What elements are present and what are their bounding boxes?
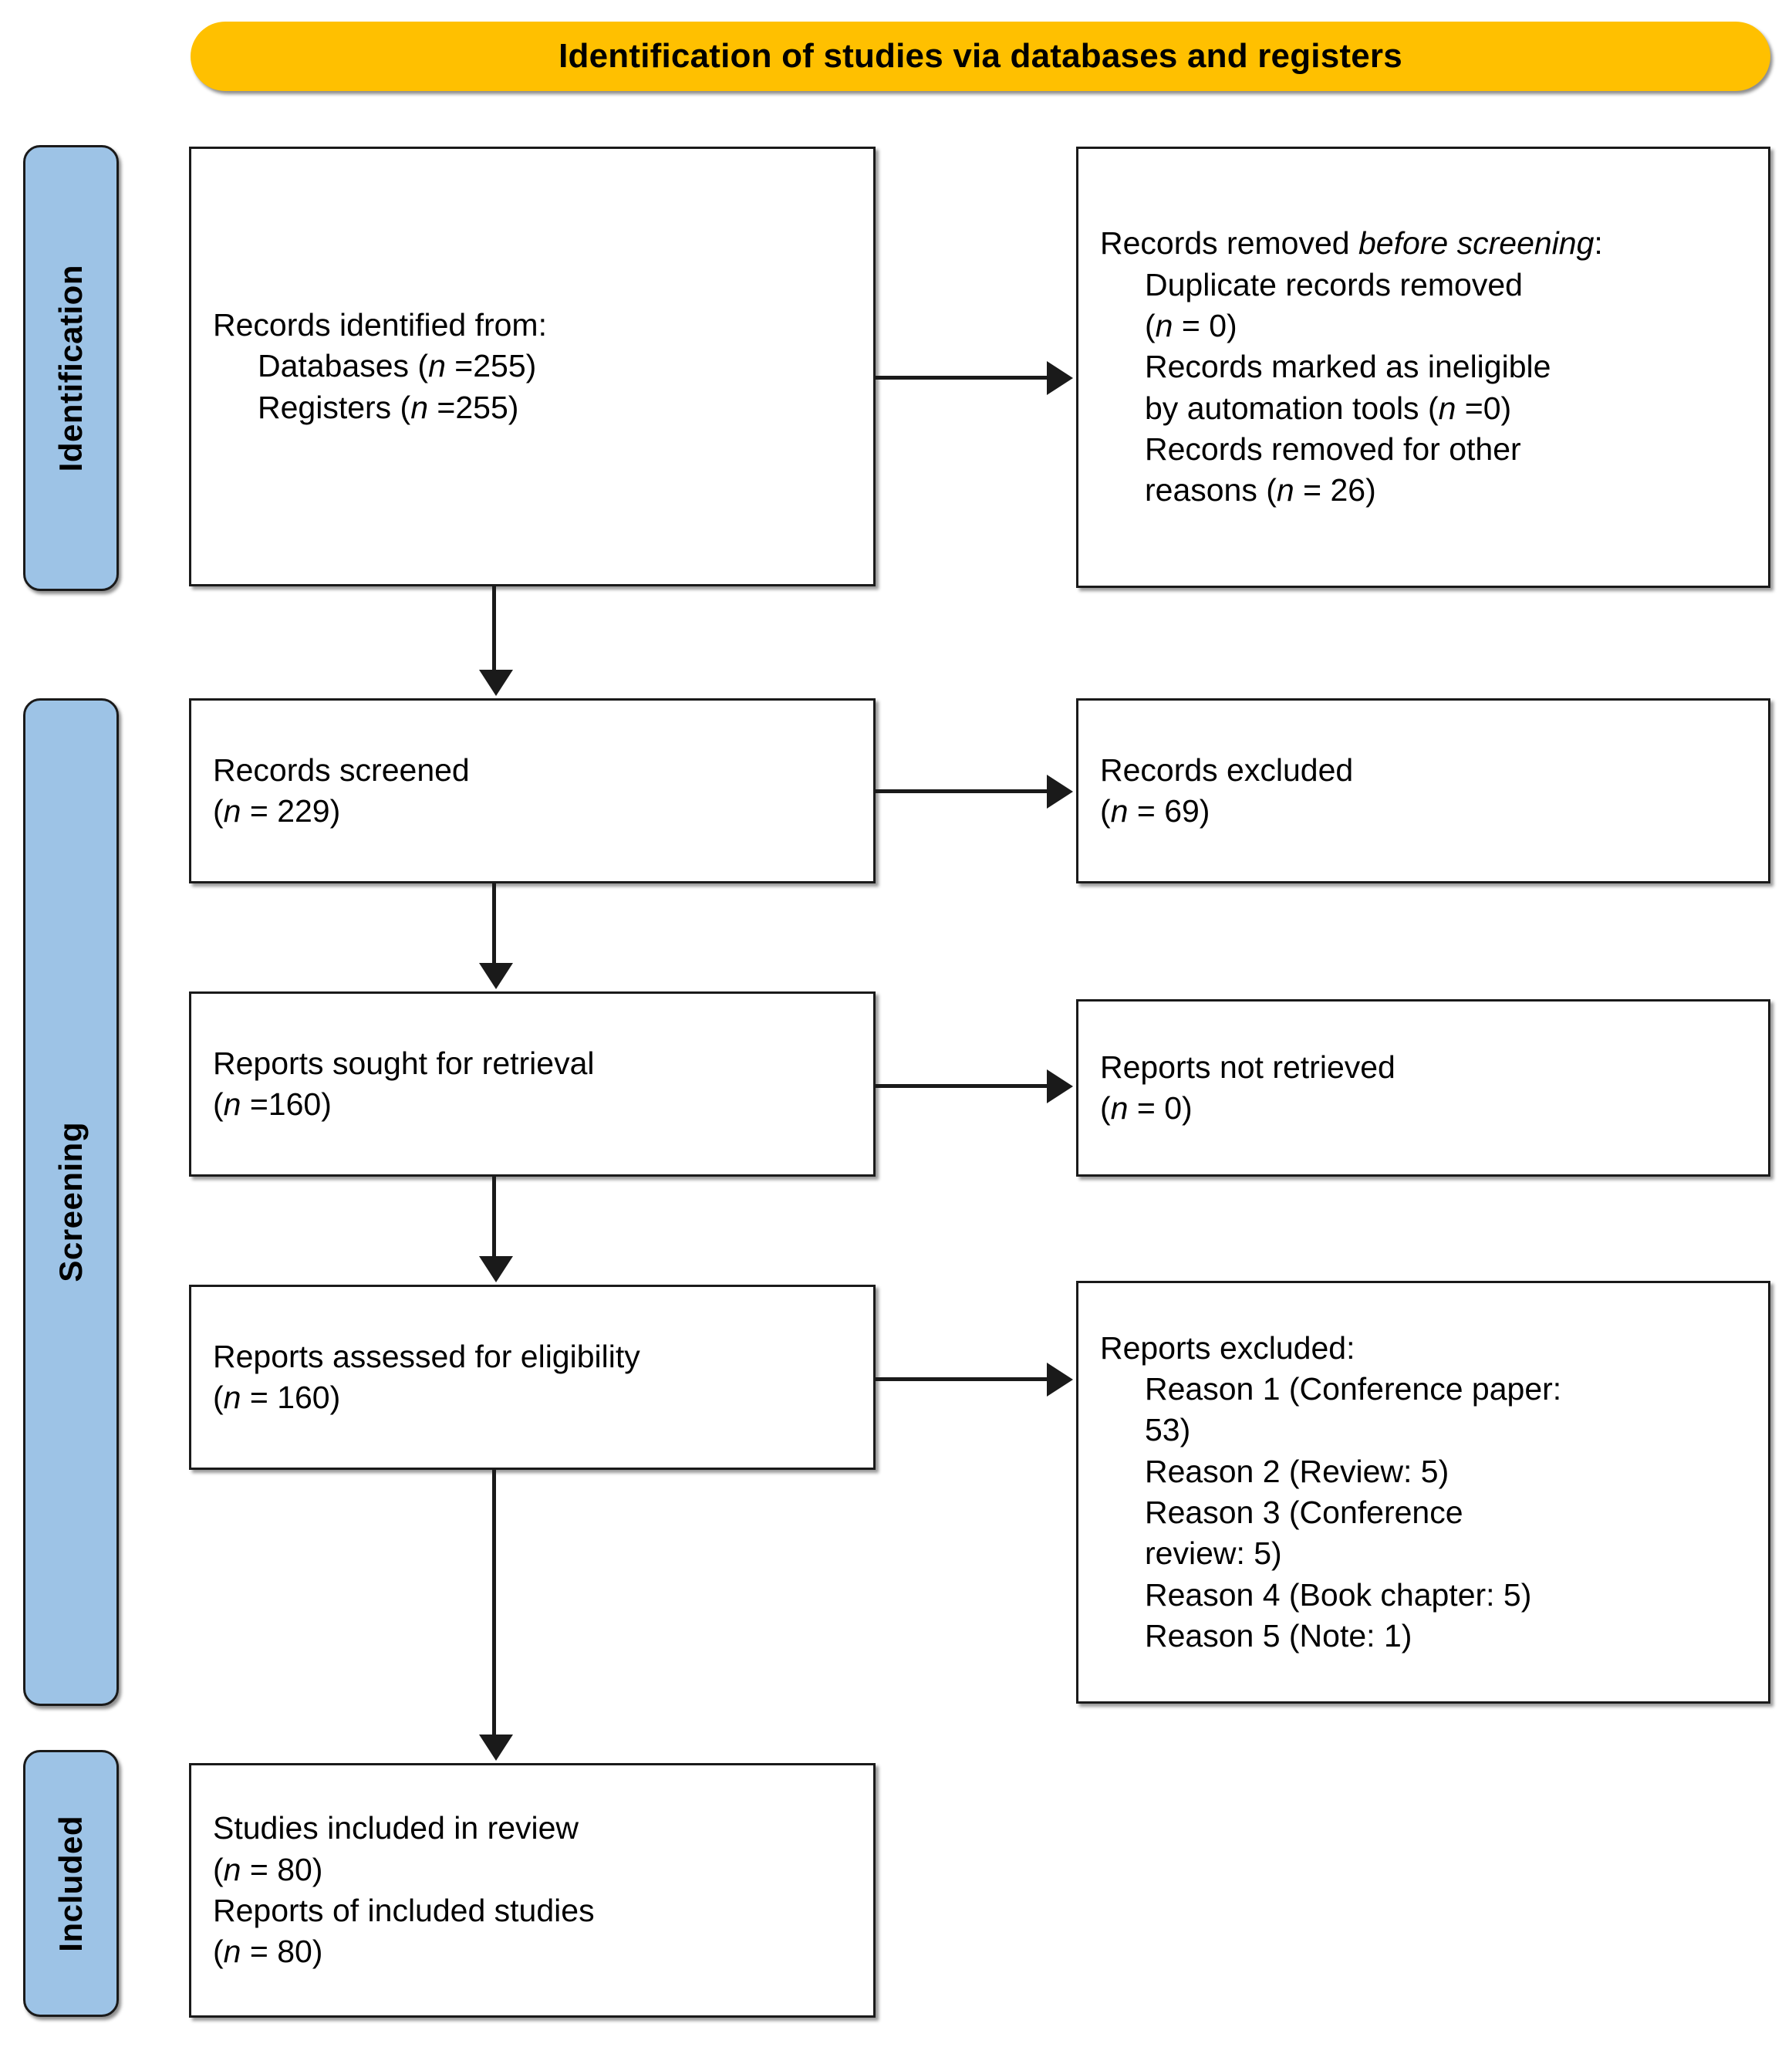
reports-excluded-reason-4: Reason 4 (Book chapter: 5) [1145,1576,1532,1613]
connector-sought-to-assessed-arrow-icon [479,1256,513,1282]
studies-included-heading: Studies included in review [213,1810,579,1846]
connector-sought-to-notretrieved-arrow-icon [1047,1069,1073,1103]
connector-screened-to-excluded-arrow-icon [1047,775,1073,809]
records-screened-count: (n = 229) [213,793,341,829]
connector-screened-to-sought-arrow-icon [479,963,513,989]
reports-sought-heading: Reports sought for retrieval [213,1045,595,1081]
connector-screened-to-sought-line [492,883,496,966]
records-removed-automation-count: by automation tools (n =0) [1145,390,1512,426]
records-removed-automation-label: Records marked as ineligible [1145,349,1551,385]
reports-assessed-heading: Reports assessed for eligibility [213,1338,640,1374]
records-identified-registers: Registers (n =255) [258,389,519,425]
reports-excluded-reason-2: Reason 2 (Review: 5) [1145,1453,1449,1489]
records-identified-heading: Records identified from: [213,307,547,343]
records-removed-heading: Records removed before screening: [1100,225,1603,262]
connector-sought-to-notretrieved-line [876,1084,1050,1088]
reports-excluded-reason-3-cont: review: 5) [1145,1535,1282,1572]
reports-not-retrieved-count: (n = 0) [1100,1090,1193,1126]
box-records-removed-before-screening: Records removed before screening: Duplic… [1076,147,1770,588]
connector-assessed-to-included-arrow-icon [479,1735,513,1761]
connector-sought-to-assessed-line [492,1177,496,1259]
box-reports-not-retrieved: Reports not retrieved (n = 0) [1076,999,1770,1177]
reports-assessed-count: (n = 160) [213,1380,341,1415]
records-excluded-heading: Records excluded [1100,752,1354,788]
reports-excluded-reason-1: Reason 1 (Conference paper: [1145,1371,1562,1407]
reports-excluded-reason-1-cont: 53) [1145,1412,1191,1448]
connector-assessed-to-included-line [492,1470,496,1738]
reports-not-retrieved-heading: Reports not retrieved [1100,1049,1395,1085]
connector-assessed-to-reportsexcluded-arrow-icon [1047,1363,1073,1397]
box-studies-included: Studies included in review (n = 80) Repo… [189,1763,876,2018]
box-reports-sought-for-retrieval: Reports sought for retrieval (n =160) [189,991,876,1177]
reports-of-included-heading: Reports of included studies [213,1893,595,1928]
box-records-screened: Records screened (n = 229) [189,698,876,883]
connector-identified-to-screened-line [492,586,496,673]
studies-included-count: (n = 80) [213,1851,323,1887]
diagram-title: Identification of studies via databases … [559,37,1402,75]
reports-excluded-heading: Reports excluded: [1100,1329,1355,1366]
records-removed-duplicates-count: (n = 0) [1145,308,1237,344]
records-identified-databases: Databases (n =255) [258,348,537,384]
connector-identified-to-screened-arrow-icon [479,670,513,696]
stage-label-screening-text: Screening [52,1122,89,1282]
connector-identified-to-removed-line [876,376,1050,380]
reports-excluded-reason-5: Reason 5 (Note: 1) [1145,1617,1412,1653]
box-records-identified: Records identified from: Databases (n =2… [189,147,876,586]
stage-label-screening: Screening [23,698,119,1706]
connector-screened-to-excluded-line [876,789,1050,793]
reports-excluded-reason-3: Reason 3 (Conference [1145,1495,1463,1530]
stage-label-identification-text: Identification [52,264,89,472]
diagram-header-banner: Identification of studies via databases … [191,22,1770,91]
records-removed-duplicates-label: Duplicate records removed [1145,266,1523,302]
stage-label-included-text: Included [52,1815,89,1952]
stage-label-identification: Identification [23,145,119,591]
reports-of-included-count: (n = 80) [213,1934,323,1970]
records-removed-other-count: reasons (n = 26) [1145,472,1376,508]
stage-label-included: Included [23,1750,119,2017]
records-screened-heading: Records screened [213,752,470,788]
connector-identified-to-removed-arrow-icon [1047,361,1073,395]
box-reports-excluded: Reports excluded: Reason 1 (Conference p… [1076,1281,1770,1704]
reports-sought-count: (n =160) [213,1086,332,1122]
box-records-excluded: Records excluded (n = 69) [1076,698,1770,883]
connector-assessed-to-reportsexcluded-line [876,1377,1050,1381]
records-removed-other-label: Records removed for other [1145,431,1521,467]
records-excluded-count: (n = 69) [1100,793,1210,829]
box-reports-assessed-for-eligibility: Reports assessed for eligibility (n = 16… [189,1285,876,1470]
